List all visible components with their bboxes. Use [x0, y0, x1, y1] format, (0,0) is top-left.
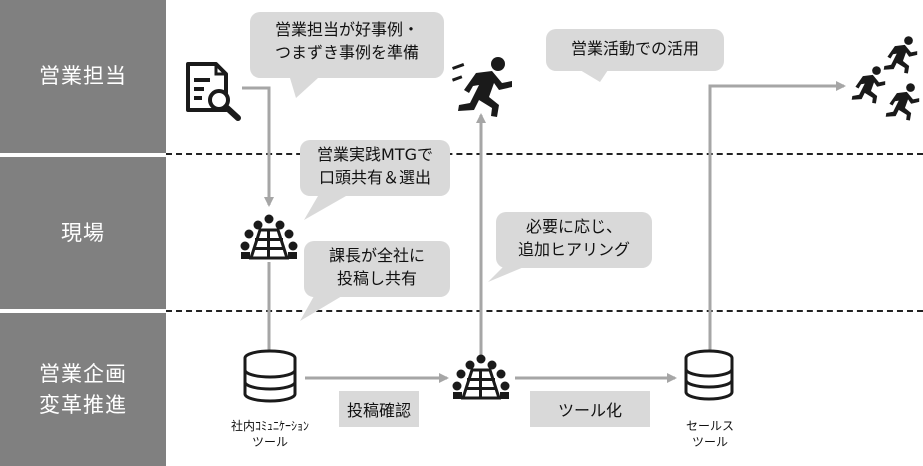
bubble-tail-prepare [290, 78, 318, 98]
meeting-table-icon [452, 354, 510, 400]
bubble-meeting-share: 営業実践MTGで 口頭共有＆選出 [300, 140, 450, 196]
lane-divider-1 [166, 153, 923, 155]
database-icon [684, 349, 734, 401]
lane-divider-2 [166, 310, 923, 312]
arrow-sales-tool-to-runners [708, 81, 846, 350]
bubble-manager-post: 課長が全社に 投稿し共有 [304, 241, 450, 297]
document-search-icon [186, 62, 241, 121]
lane-planning-label-line1: 営業企画 [39, 362, 127, 387]
running-people-group-icon [851, 36, 920, 121]
arrow-document-to-meeting [242, 86, 274, 207]
bubble-additional-hearing: 必要に応じ、 追加ヒアリング [496, 212, 652, 268]
bubble-tail-use [580, 70, 608, 82]
lane-field-label: 現場 [61, 220, 105, 245]
meeting-table-icon [240, 214, 298, 260]
bubble-tail-post [300, 296, 342, 321]
bubble-sales-use: 営業活動での活用 [546, 29, 724, 71]
lane-sales-rep-label: 営業担当 [39, 64, 127, 89]
bubble-prepare-cases: 営業担当が好事例・ つまずき事例を準備 [250, 12, 444, 78]
caption-comm-tool: 社内ｺﾐｭﾆｹｰｼｮﾝ ツール [230, 419, 309, 450]
caption-sales-tool: セールス ツール [685, 419, 734, 450]
lane-planning-label-line2: 変革推進 [39, 392, 127, 417]
lane-planning: 営業企画 変革推進 [0, 313, 166, 466]
tag-post-confirm: 投稿確認 [339, 391, 419, 427]
bubble-tail-meeting [304, 196, 346, 220]
database-icon [243, 349, 297, 403]
tag-tooling: ツール化 [530, 391, 650, 427]
lane-sales-rep: 営業担当 [0, 0, 166, 153]
lane-field: 現場 [0, 157, 166, 309]
running-person-icon [451, 57, 512, 117]
